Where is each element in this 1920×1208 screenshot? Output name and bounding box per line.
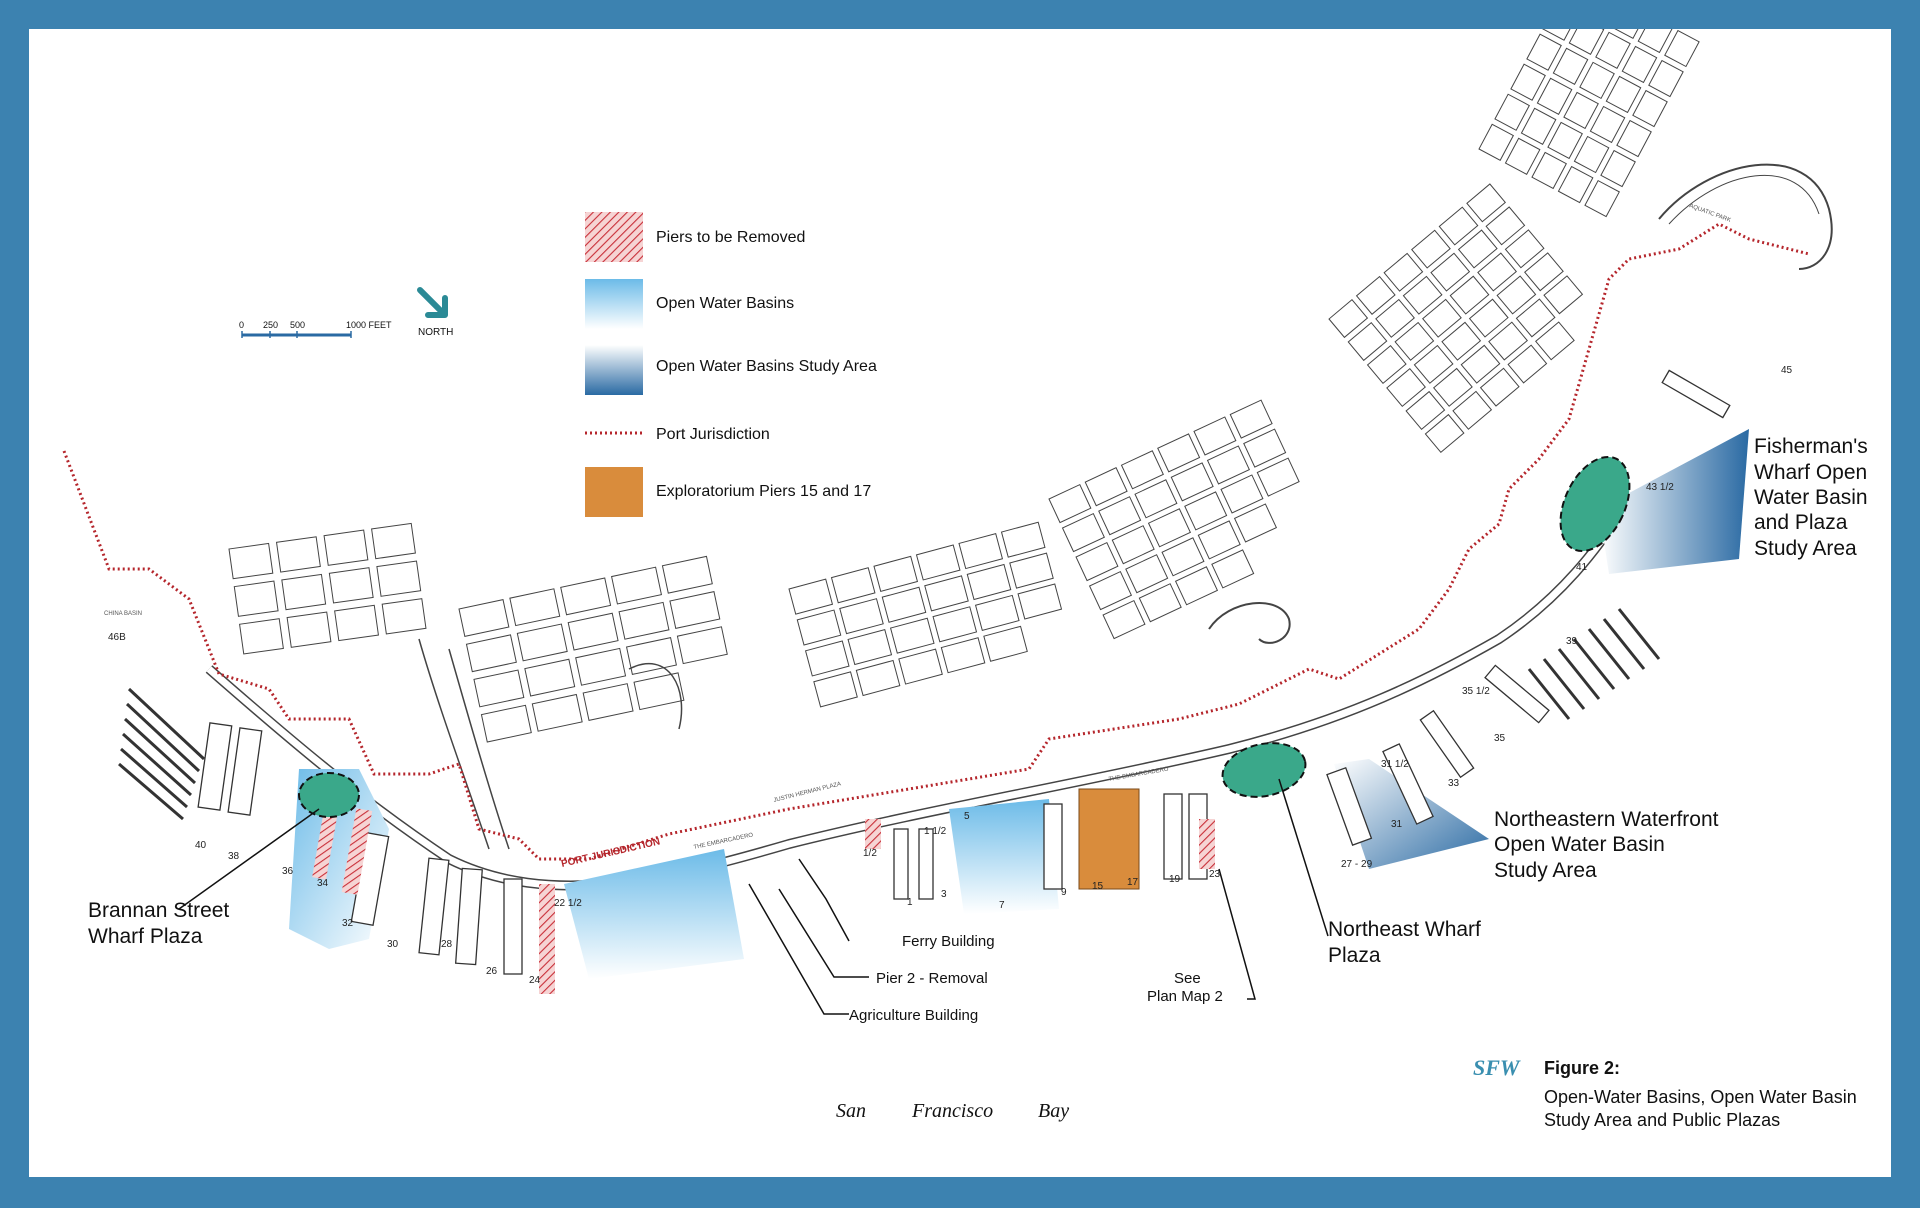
legend-swatch-study-area (585, 345, 643, 395)
pier-numbers: 40 38 36 34 32 30 28 26 24 22 1/2 1/2 1 … (108, 365, 1793, 986)
pier-number: 15 (1092, 881, 1104, 892)
legend-swatch-piers-removed (585, 212, 643, 262)
pier2-removal-label: Pier 2 - Removal (876, 970, 988, 987)
see-plan-label: Plan Map 2 (1147, 988, 1223, 1005)
pier-number: 33 (1448, 778, 1460, 789)
ferry-building-label: Ferry Building (902, 933, 995, 950)
pier-removed (341, 808, 373, 895)
fishermans-label-line: Fisherman's (1754, 435, 1868, 458)
legend-label: Exploratorium Piers 15 and 17 (656, 483, 871, 500)
street-grid (228, 29, 1833, 850)
pier-number: 40 (195, 840, 207, 851)
pier-number: 9 (1061, 887, 1067, 898)
fishermans-label-line: Study Area (1754, 537, 1857, 560)
pier-number: 45 (1781, 365, 1793, 376)
pier-number: 1/2 (863, 848, 877, 859)
brannan-label-line: Brannan Street (88, 899, 229, 922)
pier-number: 35 (1494, 733, 1506, 744)
pier-number: 1 1/2 (924, 826, 947, 837)
fishermans-label-line: and Plaza (1754, 511, 1848, 534)
legend-label: Piers to be Removed (656, 229, 805, 246)
pier-number: 32 (342, 918, 354, 929)
scale-tick: 1000 FEET (346, 320, 392, 330)
pier-number: 26 (486, 966, 498, 977)
pier-number: 31 1/2 (1381, 759, 1409, 770)
northeast-plaza-marker (1221, 742, 1307, 798)
legend-swatch-exploratorium (585, 467, 643, 517)
pier-removed (539, 884, 555, 994)
bay-label-word: Bay (1038, 1100, 1069, 1122)
northeast-plaza-label-line: Northeast Wharf (1328, 918, 1481, 941)
exploratorium-piers (1078, 788, 1140, 890)
fishermans-plaza-marker (1559, 455, 1631, 553)
pier-number: 5 (964, 811, 970, 822)
northeastern-waterfront-label-line: Open Water Basin (1494, 833, 1665, 856)
legend-swatch-open-water (585, 279, 643, 329)
pier-number: 34 (317, 878, 329, 889)
pier-number: 31 (1391, 819, 1403, 830)
figure-subtitle-line: Study Area and Public Plazas (1544, 1110, 1780, 1130)
pier-number: 46B (108, 632, 126, 643)
north-arrow-icon: NORTH (417, 287, 453, 338)
waterfront-map: Piers to be Removed Open Water Basins Op… (62, 29, 1868, 1130)
agriculture-building-label: Agriculture Building (849, 1007, 978, 1024)
study-area-basin (1599, 429, 1749, 574)
pier-number: 24 (529, 975, 541, 986)
port-jurisdiction-label: PORT JURISDICTION (560, 836, 661, 869)
scale-tick: 250 (263, 320, 278, 330)
pier-number: 28 (441, 939, 453, 950)
legend-label: Port Jurisdiction (656, 426, 770, 443)
scale-tick: 500 (290, 320, 305, 330)
pier-number: 22 1/2 (554, 898, 582, 909)
pier-number: 1 (907, 897, 913, 908)
see-plan-label: See (1174, 970, 1201, 987)
pier-number: 38 (228, 851, 240, 862)
pier-removed (1199, 819, 1215, 869)
pier-number: 43 1/2 (1646, 482, 1674, 493)
pier-number: 23 (1209, 869, 1221, 880)
brannan-plaza-marker (298, 772, 360, 818)
pier-number: 36 (282, 866, 294, 877)
northeastern-waterfront-label-line: Study Area (1494, 859, 1597, 882)
open-water-basin (949, 799, 1059, 914)
pier-number: 19 (1169, 874, 1181, 885)
pier-number: 35 1/2 (1462, 686, 1490, 697)
bay-label-word: San (836, 1100, 866, 1122)
marina-slips (118, 608, 1661, 821)
fishermans-label-line: Wharf Open (1754, 461, 1867, 484)
street-label: JUSTIN HERMAN PLAZA (773, 781, 842, 804)
street-label: CHINA BASIN (104, 611, 142, 617)
scale-tick: 0 (239, 320, 244, 330)
pier-outlines (197, 369, 1731, 975)
pier-number: 30 (387, 939, 399, 950)
map-frame: Piers to be Removed Open Water Basins Op… (29, 29, 1891, 1177)
pier-number: 17 (1127, 877, 1139, 888)
pier-number: 3 (941, 889, 947, 900)
fishermans-label-line: Water Basin (1754, 486, 1868, 509)
bay-label-word: Francisco (911, 1100, 993, 1122)
northeastern-waterfront-label-line: Northeastern Waterfront (1494, 808, 1719, 831)
street-label: THE EMBARCADERO (693, 832, 754, 851)
street-label: AQUATIC PARK (1688, 203, 1731, 224)
port-jurisdiction-line (62, 222, 1810, 861)
pier-removed (312, 798, 340, 880)
figure-subtitle-line: Open-Water Basins, Open Water Basin (1544, 1087, 1857, 1107)
leader-lines (178, 778, 1329, 1015)
pier-removed (865, 819, 881, 849)
open-water-basin (564, 849, 744, 979)
figure-title: Figure 2: (1544, 1058, 1620, 1078)
pier-number: 39 (1566, 636, 1578, 647)
northeast-plaza-label-line: Plaza (1328, 944, 1381, 967)
legend-label: Open Water Basins (656, 295, 794, 312)
pier-number: 41 (1576, 562, 1588, 573)
north-label: NORTH (418, 327, 453, 338)
legend-label: Open Water Basins Study Area (656, 358, 877, 375)
pier-number: 7 (999, 900, 1005, 911)
brannan-label-line: Wharf Plaza (88, 925, 203, 948)
sfw-logo: SFW (1473, 1055, 1521, 1080)
scale-bar: 0 250 500 1000 FEET (239, 320, 392, 338)
pier-number: 27 - 29 (1341, 859, 1373, 870)
legend: Piers to be Removed Open Water Basins Op… (585, 212, 877, 517)
